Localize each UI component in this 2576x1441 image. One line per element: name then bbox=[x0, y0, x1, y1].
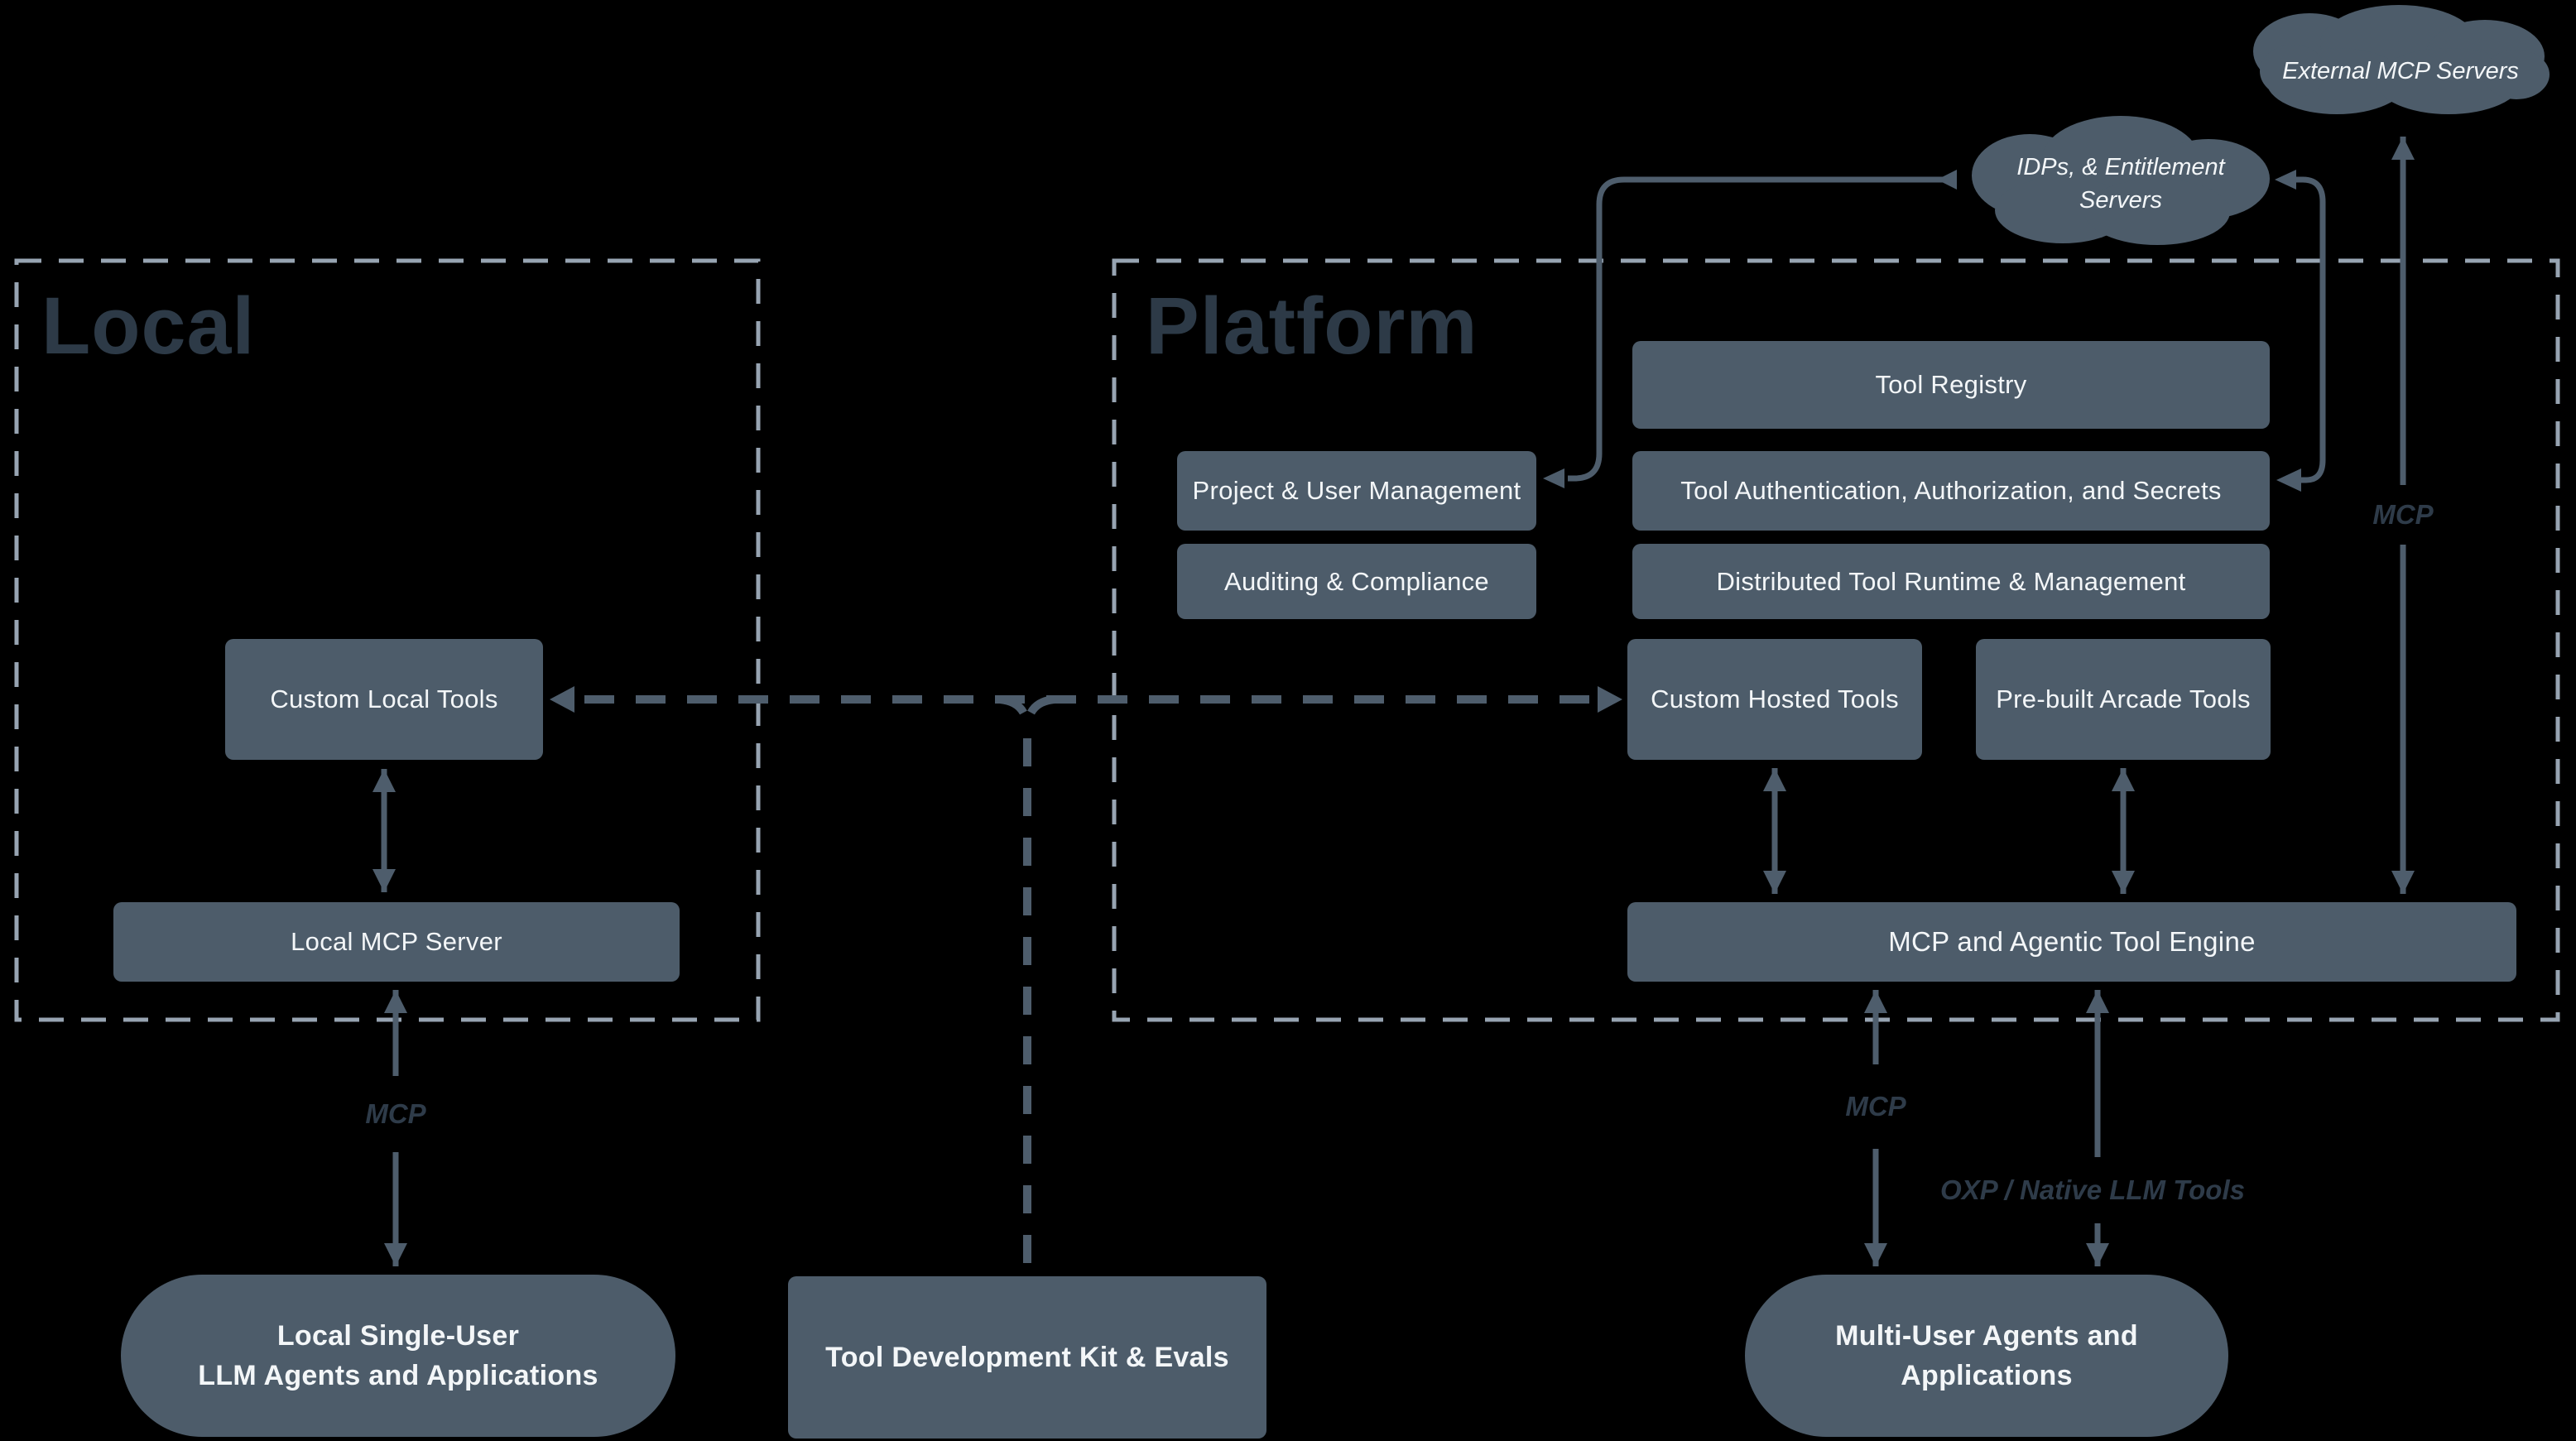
region-platform-title: Platform bbox=[1146, 281, 1478, 371]
box-local-mcp-server: Local MCP Server bbox=[113, 902, 680, 982]
box-distributed-runtime: Distributed Tool Runtime & Management bbox=[1632, 544, 2270, 619]
box-auditing-compliance: Auditing & Compliance bbox=[1177, 544, 1536, 619]
edge-label-oxp-native-llm-tools: OXP / Native LLM Tools bbox=[1940, 1174, 2245, 1205]
node-local-single-user-agents: Local Single-User LLM Agents and Applica… bbox=[121, 1275, 675, 1437]
idps-label-line1: IDPs, & Entitlement bbox=[2016, 154, 2225, 180]
box-prebuilt-arcade-tools: Pre-built Arcade Tools bbox=[1976, 639, 2271, 760]
multi-user-agents-line1: Multi-User Agents and bbox=[1835, 1320, 2138, 1352]
box-tool-authentication: Tool Authentication, Authorization, and … bbox=[1632, 451, 2270, 531]
box-custom-local-tools: Custom Local Tools bbox=[225, 639, 543, 760]
edge-label-mcp-local: MCP bbox=[365, 1098, 426, 1129]
box-mcp-agentic-tool-engine-label: MCP and Agentic Tool Engine bbox=[1888, 926, 2256, 957]
box-custom-hosted-tools-label: Custom Hosted Tools bbox=[1651, 684, 1899, 713]
region-platform-border bbox=[1112, 258, 2560, 1022]
edge-label-mcp-platform: MCP bbox=[1845, 1091, 1906, 1122]
multi-user-agents-line2: Applications bbox=[1901, 1360, 2073, 1391]
box-project-user-management-label: Project & User Management bbox=[1192, 476, 1521, 505]
idps-entitlement-label: IDPs, & Entitlement Servers bbox=[2016, 151, 2224, 217]
region-local-title: Local bbox=[41, 281, 256, 371]
external-mcp-servers-cloud bbox=[2253, 5, 2550, 114]
box-custom-local-tools-label: Custom Local Tools bbox=[270, 684, 498, 713]
box-distributed-runtime-label: Distributed Tool Runtime & Management bbox=[1716, 566, 2186, 596]
node-multi-user-agents: Multi-User Agents and Applications bbox=[1745, 1275, 2228, 1437]
node-tool-development-kit: Tool Development Kit & Evals bbox=[788, 1276, 1266, 1439]
box-prebuilt-arcade-tools-label: Pre-built Arcade Tools bbox=[1996, 684, 2251, 713]
connector-tool-auth-idps bbox=[2275, 170, 2326, 492]
external-mcp-servers-label: External MCP Servers bbox=[2282, 58, 2519, 84]
region-local-border bbox=[14, 258, 761, 1022]
idps-label-line2: Servers bbox=[2079, 187, 2162, 214]
box-custom-hosted-tools: Custom Hosted Tools bbox=[1627, 639, 1922, 760]
box-tool-registry-label: Tool Registry bbox=[1875, 370, 2027, 399]
node-tool-development-kit-label: Tool Development Kit & Evals bbox=[825, 1342, 1229, 1373]
local-agents-line1: Local Single-User bbox=[276, 1320, 520, 1352]
box-tool-registry: Tool Registry bbox=[1632, 341, 2270, 429]
local-agents-line2: LLM Agents and Applications bbox=[198, 1360, 598, 1391]
idps-entitlement-cloud bbox=[1972, 116, 2270, 245]
box-tool-authentication-label: Tool Authentication, Authorization, and … bbox=[1680, 476, 2222, 505]
box-mcp-agentic-tool-engine: MCP and Agentic Tool Engine bbox=[1627, 902, 2516, 982]
connector-local-tools-hosted-tools-dashed bbox=[550, 686, 1622, 713]
box-auditing-compliance-label: Auditing & Compliance bbox=[1224, 566, 1489, 596]
connector-idps-project-user-management bbox=[1543, 170, 1957, 488]
box-local-mcp-server-label: Local MCP Server bbox=[291, 927, 502, 956]
edge-label-mcp-external: MCP bbox=[2372, 499, 2434, 530]
connector-tdk-branch-dashed bbox=[999, 695, 1055, 1270]
box-project-user-management: Project & User Management bbox=[1177, 451, 1536, 531]
